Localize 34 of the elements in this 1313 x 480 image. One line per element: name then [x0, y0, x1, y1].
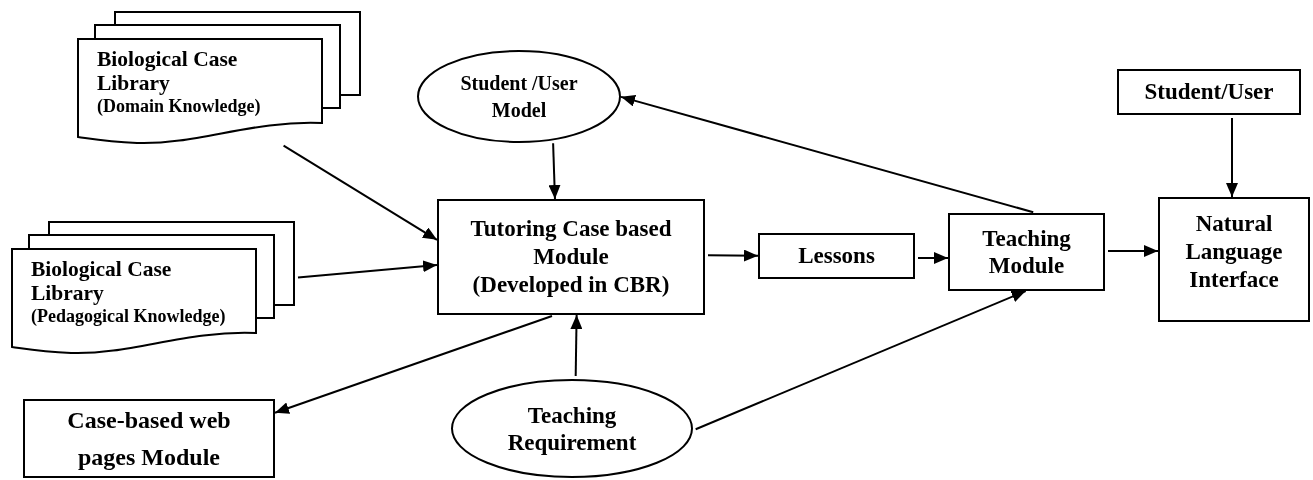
arrow — [694, 290, 1027, 431]
node-label: Biological Case Library — [97, 47, 239, 95]
oval-node — [417, 50, 621, 143]
node-label: Teaching Module — [981, 225, 1072, 279]
arrow — [707, 249, 759, 262]
node-label: Teaching Requirement — [506, 401, 638, 456]
document-stack — [77, 11, 361, 144]
process-box — [1117, 69, 1301, 115]
process-box — [23, 399, 275, 478]
process-box — [1158, 197, 1310, 322]
arrow — [917, 252, 949, 264]
oval-node — [451, 379, 693, 478]
arrow — [297, 260, 438, 279]
node-sublabel: (Developed in CBR) — [472, 271, 670, 299]
arrow — [620, 94, 1035, 214]
node-label: Student /User Model — [459, 70, 579, 123]
arrow — [548, 142, 561, 200]
node-label: Tutoring Case based Module — [469, 215, 673, 271]
arrow — [274, 315, 553, 414]
node-label: Case-based web pages Module — [66, 405, 232, 472]
node-label: Student/User — [1144, 79, 1274, 105]
arrow — [1226, 117, 1238, 198]
document-stack — [11, 221, 295, 354]
process-box — [948, 213, 1105, 291]
arrow — [282, 144, 438, 241]
node-sublabel: (Domain Knowledge) — [97, 95, 261, 117]
process-box — [437, 199, 705, 315]
node-label: Natural Language Interface — [1184, 209, 1284, 294]
node-label: Biological Case Library — [31, 257, 173, 305]
arrow — [1107, 245, 1159, 257]
arrow — [570, 314, 583, 377]
node-sublabel: (Pedagogical Knowledge) — [31, 305, 226, 327]
node-label: Lessons — [798, 243, 875, 269]
process-box — [758, 233, 915, 279]
